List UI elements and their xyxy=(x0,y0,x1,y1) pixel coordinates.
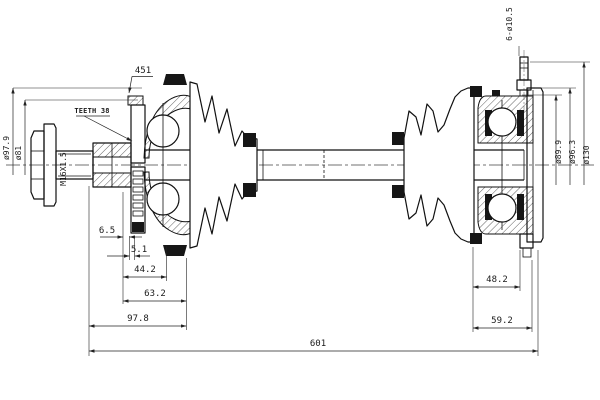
dim-overall-length: 601 xyxy=(89,339,538,353)
dim-bottom-left: 6.5 5.1 44.2 63.2 97.8 xyxy=(88,186,187,356)
spline-shaft xyxy=(127,95,146,234)
stud-holes-label: 6-ø10.5 xyxy=(505,7,514,41)
outer-joint-ball-top xyxy=(487,107,517,137)
outer-boot xyxy=(403,87,475,243)
teeth-count-label: TEETH 38 xyxy=(74,107,109,115)
centerline xyxy=(6,50,594,166)
diameter-label-96-3: ø96.3 xyxy=(568,140,577,164)
mounting-stud xyxy=(516,56,532,96)
callout-stud-holes: 6-ø10.5 xyxy=(505,7,520,56)
dim-bottom-right: 48.2 59.2 xyxy=(472,247,539,356)
outer-joint-ball-bottom xyxy=(487,193,517,223)
dim-label-63-2: 63.2 xyxy=(144,289,166,299)
dim-label-5-1: 5.1 xyxy=(131,245,147,255)
diameter-label-130: ø130 xyxy=(582,145,591,164)
dim-label-6-5: 6.5 xyxy=(99,226,115,236)
thread-spec-label: M16X1.5 xyxy=(59,152,68,186)
diameter-label-89-9: ø89.9 xyxy=(554,140,563,164)
dim-label-601: 601 xyxy=(310,339,326,349)
dim-label-97-8: 97.8 xyxy=(127,314,149,324)
dim-right-diameters: ø89.9 ø96.3 ø130 xyxy=(522,61,591,185)
outer-cv-joint xyxy=(477,90,534,235)
dim-label-48-2: 48.2 xyxy=(486,275,508,285)
callout-teeth: TEETH 38 xyxy=(74,107,133,142)
circlip-ring xyxy=(127,95,144,106)
diameter-label-81: ø81 xyxy=(14,146,23,161)
inner-boot xyxy=(189,81,258,249)
dim-label-59-2: 59.2 xyxy=(491,316,513,326)
boot-clamps xyxy=(163,74,482,256)
dim-label-44-2: 44.2 xyxy=(134,265,156,275)
ring-label: 451 xyxy=(135,66,151,76)
diameter-label-97-9: ø97.9 xyxy=(2,136,11,160)
callout-ring: 451 xyxy=(128,66,153,94)
dim-left-diameters: ø97.9 ø81 xyxy=(2,87,142,175)
hex-bolt xyxy=(30,123,57,207)
